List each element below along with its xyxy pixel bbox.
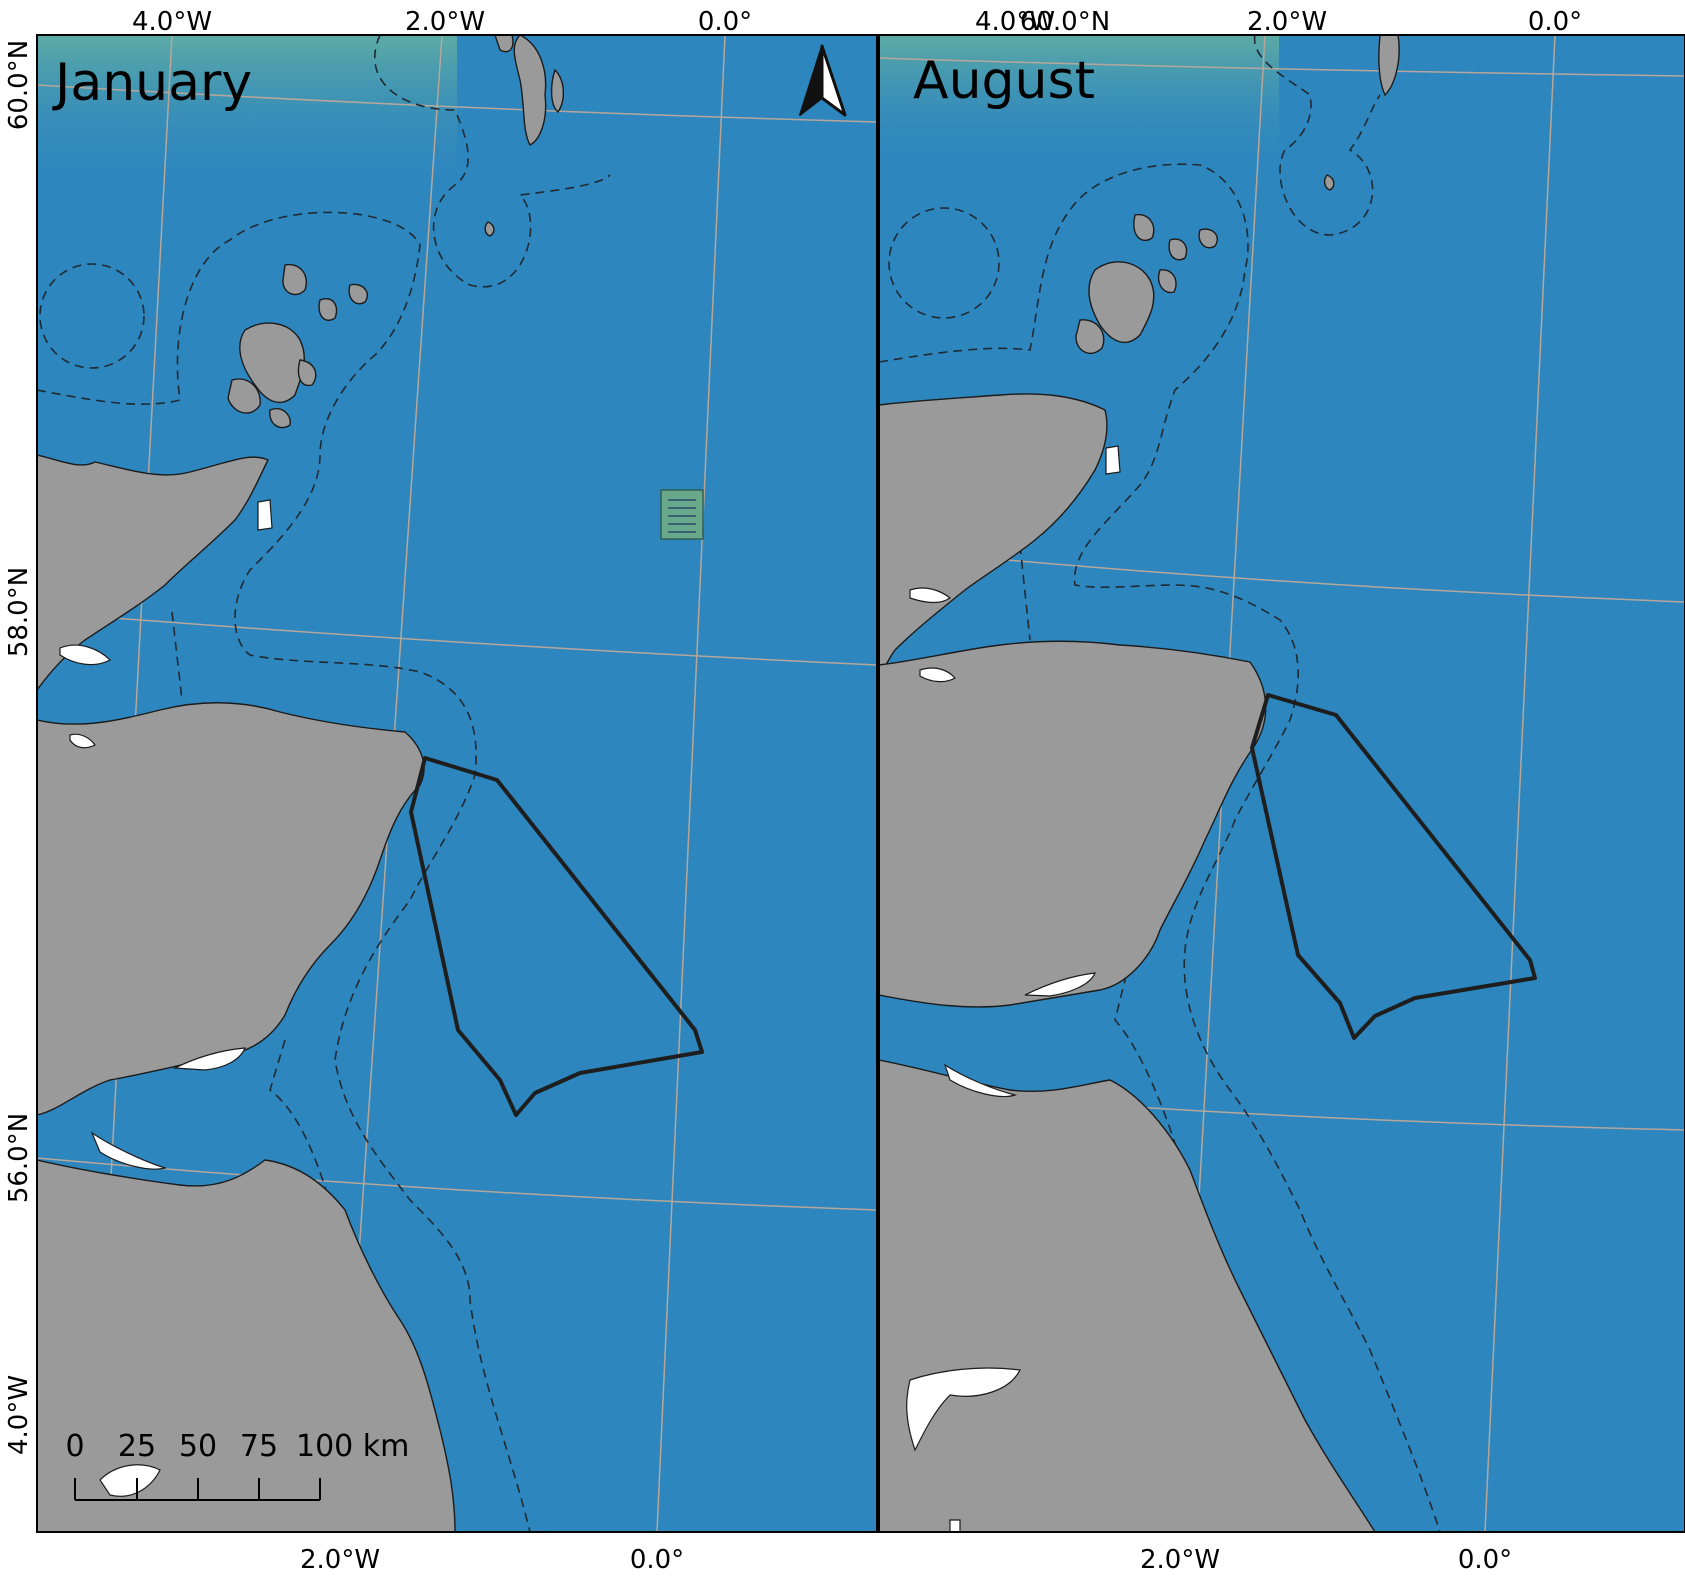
scale-label: 25 xyxy=(118,1429,156,1464)
study-area-polygon xyxy=(409,756,704,1117)
bottom-tick-label: 0.0° xyxy=(1458,1545,1512,1575)
shelf-tint xyxy=(37,35,457,195)
left-tick-label: 58.0°N xyxy=(4,567,34,657)
top-tick-label: 0.0° xyxy=(1528,7,1582,37)
left-tick-label: 56.0°N xyxy=(4,1113,34,1203)
panel-frame-august xyxy=(878,34,1685,1533)
top-tick-label: 4.0°W xyxy=(975,7,1055,37)
top-tick-label: 2.0°W xyxy=(405,7,485,37)
scale-label: 50 xyxy=(179,1429,217,1464)
estuaries xyxy=(906,445,1121,1532)
scale-label: 75 xyxy=(240,1429,278,1464)
shelf-tint xyxy=(879,35,1279,175)
left-tick-label: 4.0°W xyxy=(4,1375,34,1455)
land xyxy=(879,35,1400,1532)
study-area-polygon xyxy=(1250,693,1537,1040)
top-tick-label: 60.0°N xyxy=(1020,7,1110,37)
top-tick-label: 0.0° xyxy=(698,7,752,37)
estuaries xyxy=(59,499,273,1497)
bottom-tick-label: 2.0°W xyxy=(300,1545,380,1575)
panel-august: August xyxy=(879,35,1685,1532)
land xyxy=(37,35,564,1532)
north-arrow-icon xyxy=(799,44,847,117)
top-tick-label: 2.0°W xyxy=(1247,7,1327,37)
scale-bar: 0 25 50 75 100 km xyxy=(65,1429,409,1501)
panel-january: 0 25 50 75 100 km January xyxy=(37,35,877,1532)
panel-title: January xyxy=(52,53,252,113)
panel-frame-january xyxy=(36,34,878,1533)
left-tick-label: 60.0°N xyxy=(4,40,34,130)
scale-label: 100 km xyxy=(296,1429,409,1464)
bottom-tick-label: 0.0° xyxy=(630,1545,684,1575)
panel-title: August xyxy=(913,51,1095,111)
scale-label: 0 xyxy=(65,1429,84,1464)
list-legend-icon xyxy=(660,489,704,540)
top-tick-label: 4.0°W xyxy=(132,7,212,37)
bottom-tick-label: 2.0°W xyxy=(1140,1545,1220,1575)
